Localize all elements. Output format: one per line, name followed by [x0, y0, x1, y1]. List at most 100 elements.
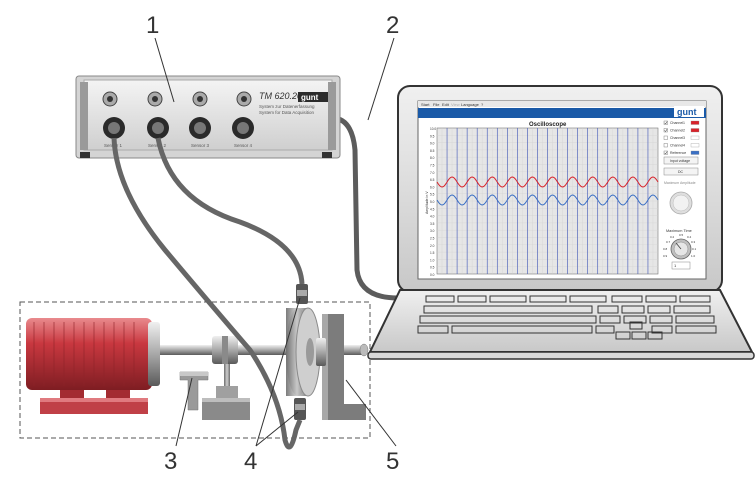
keyboard — [417, 295, 717, 340]
menu-start[interactable]: Start — [421, 102, 430, 107]
menu-edit[interactable]: Edit — [442, 102, 450, 107]
callout-2: 2 — [386, 12, 400, 39]
channel-checkbox[interactable] — [663, 120, 668, 125]
channel2-trace — [436, 194, 659, 206]
channel-item[interactable]: Channel1 — [663, 120, 700, 125]
y-tick-label: 3.5 — [430, 222, 435, 226]
sensor-cable-2 — [155, 137, 305, 285]
y-tick-label: 4.0 — [430, 215, 435, 219]
sensor-socket-3 — [189, 117, 211, 139]
device-desc-de: System zur Datenerfassung — [259, 104, 315, 109]
channel-label: Channel3 — [670, 136, 685, 140]
bnc-connector — [192, 91, 208, 107]
y-tick-label: 1.0 — [430, 258, 435, 262]
sensor-label-4: Sensor 4 — [234, 143, 253, 148]
channel-label: Channel1 — [670, 121, 685, 125]
knob-tick-label: 0.9 — [663, 254, 668, 258]
y-tick-label: 0.0 — [430, 273, 435, 277]
sensor-socket-2 — [147, 117, 169, 139]
channel-color-swatch — [690, 120, 700, 125]
menu-view[interactable]: View — [451, 102, 460, 107]
screen-logo — [674, 106, 704, 117]
channel1-trace — [436, 176, 659, 188]
knob-tick-label: 0.2 — [670, 235, 675, 239]
menu-file[interactable]: File — [433, 102, 440, 107]
check-mark-icon — [664, 128, 668, 132]
y-tick-label: 4.5 — [430, 207, 435, 211]
channel-checkbox[interactable] — [663, 143, 668, 148]
measuring-amplifier: Sensor 1 Sensor 2 Sensor 3 Sensor 4 TM 6… — [75, 75, 341, 159]
channel-checkbox[interactable] — [663, 150, 668, 155]
channel-list: Channel1Channel2Channel3Channel4Referenc… — [663, 120, 700, 155]
max-amplitude-label: Maximum Amplitude — [664, 181, 696, 185]
check-mark-icon — [664, 121, 668, 125]
y-tick-label: 5.5 — [430, 193, 435, 197]
channel-item[interactable]: Channel3 — [663, 135, 700, 140]
sensor-socket-4 — [232, 117, 254, 139]
dc-label: DC — [678, 170, 684, 174]
amplitude-knob[interactable] — [669, 191, 693, 215]
sensor-bracket — [179, 371, 209, 411]
knob-tick-label: 0.5 — [679, 233, 684, 237]
knob-tick-label: 0.1 — [692, 247, 697, 251]
cable-device-to-laptop — [331, 115, 399, 301]
device-model: TM 620.20 — [259, 91, 302, 101]
sensor-socket-1 — [103, 117, 125, 139]
time-knob[interactable] — [670, 238, 692, 260]
channel-item[interactable]: Channel4 — [663, 143, 700, 148]
menu-help[interactable]: ? — [481, 102, 484, 107]
bearing-pedestal — [202, 364, 250, 420]
vibration-sensor-top — [296, 284, 308, 304]
y-tick-label: 2.0 — [430, 244, 435, 248]
y-tick-label: 0.5 — [430, 266, 435, 270]
bnc-connector — [236, 91, 252, 107]
knob-tick-label: 0.3 — [691, 240, 696, 244]
device-logo — [298, 92, 328, 102]
channel-color-swatch — [690, 128, 700, 133]
end-bearing-stand — [316, 314, 366, 420]
plot-title: Oscilloscope — [529, 122, 567, 128]
y-tick-label: 2.5 — [430, 237, 435, 241]
sensor-label-3: Sensor 3 — [191, 143, 210, 148]
channel-item[interactable]: Channel2 — [663, 128, 700, 133]
channel-label: Channel2 — [670, 129, 685, 133]
sensor-cable-1 — [111, 137, 303, 450]
channel-item[interactable]: Reference — [663, 150, 700, 155]
time-value: 1 — [674, 263, 677, 268]
callout-1: 1 — [146, 12, 160, 39]
y-tick-label: 1.5 — [430, 251, 435, 255]
test-rig-frame — [19, 301, 371, 439]
channel-color-swatch — [690, 135, 700, 140]
max-time-label: Maximum Time — [666, 229, 692, 233]
channel-label: Channel4 — [670, 144, 685, 148]
channel-checkbox[interactable] — [663, 128, 668, 133]
plot-time-divisions — [446, 128, 649, 274]
y-tick-label: 9.0 — [430, 142, 435, 146]
y-tick-label: 3.0 — [430, 229, 435, 233]
time-value-field[interactable] — [671, 261, 691, 270]
input-voltage-button[interactable] — [663, 156, 699, 165]
y-tick-label: 5.0 — [430, 200, 435, 204]
channel-label: Reference — [670, 151, 686, 155]
y-tick-label: 8.0 — [430, 156, 435, 160]
callout-5: 5 — [386, 448, 400, 475]
menu-language[interactable]: Language — [461, 102, 480, 107]
dc-button[interactable] — [663, 167, 699, 176]
y-tick-label: 6.0 — [430, 185, 435, 189]
y-tick-label: 9.5 — [430, 134, 435, 138]
bnc-connector — [147, 91, 163, 107]
device-desc-en: System for Data Acquisition — [259, 110, 315, 115]
oscilloscope-software: Start File Edit View Language ? gunt Osc… — [418, 101, 706, 277]
shaft — [160, 345, 366, 355]
device-logo-text: gunt — [301, 93, 319, 102]
y-tick-label: 6.5 — [430, 178, 435, 182]
channel-checkbox[interactable] — [663, 135, 668, 140]
y-tick-label: 7.5 — [430, 164, 435, 168]
channel-color-swatch — [690, 150, 700, 155]
knob-tick-label: 0.7 — [666, 240, 671, 244]
knob-tick-label: 0.4 — [687, 235, 692, 239]
channel-color-swatch — [690, 143, 700, 148]
callout-4: 4 — [244, 448, 258, 475]
